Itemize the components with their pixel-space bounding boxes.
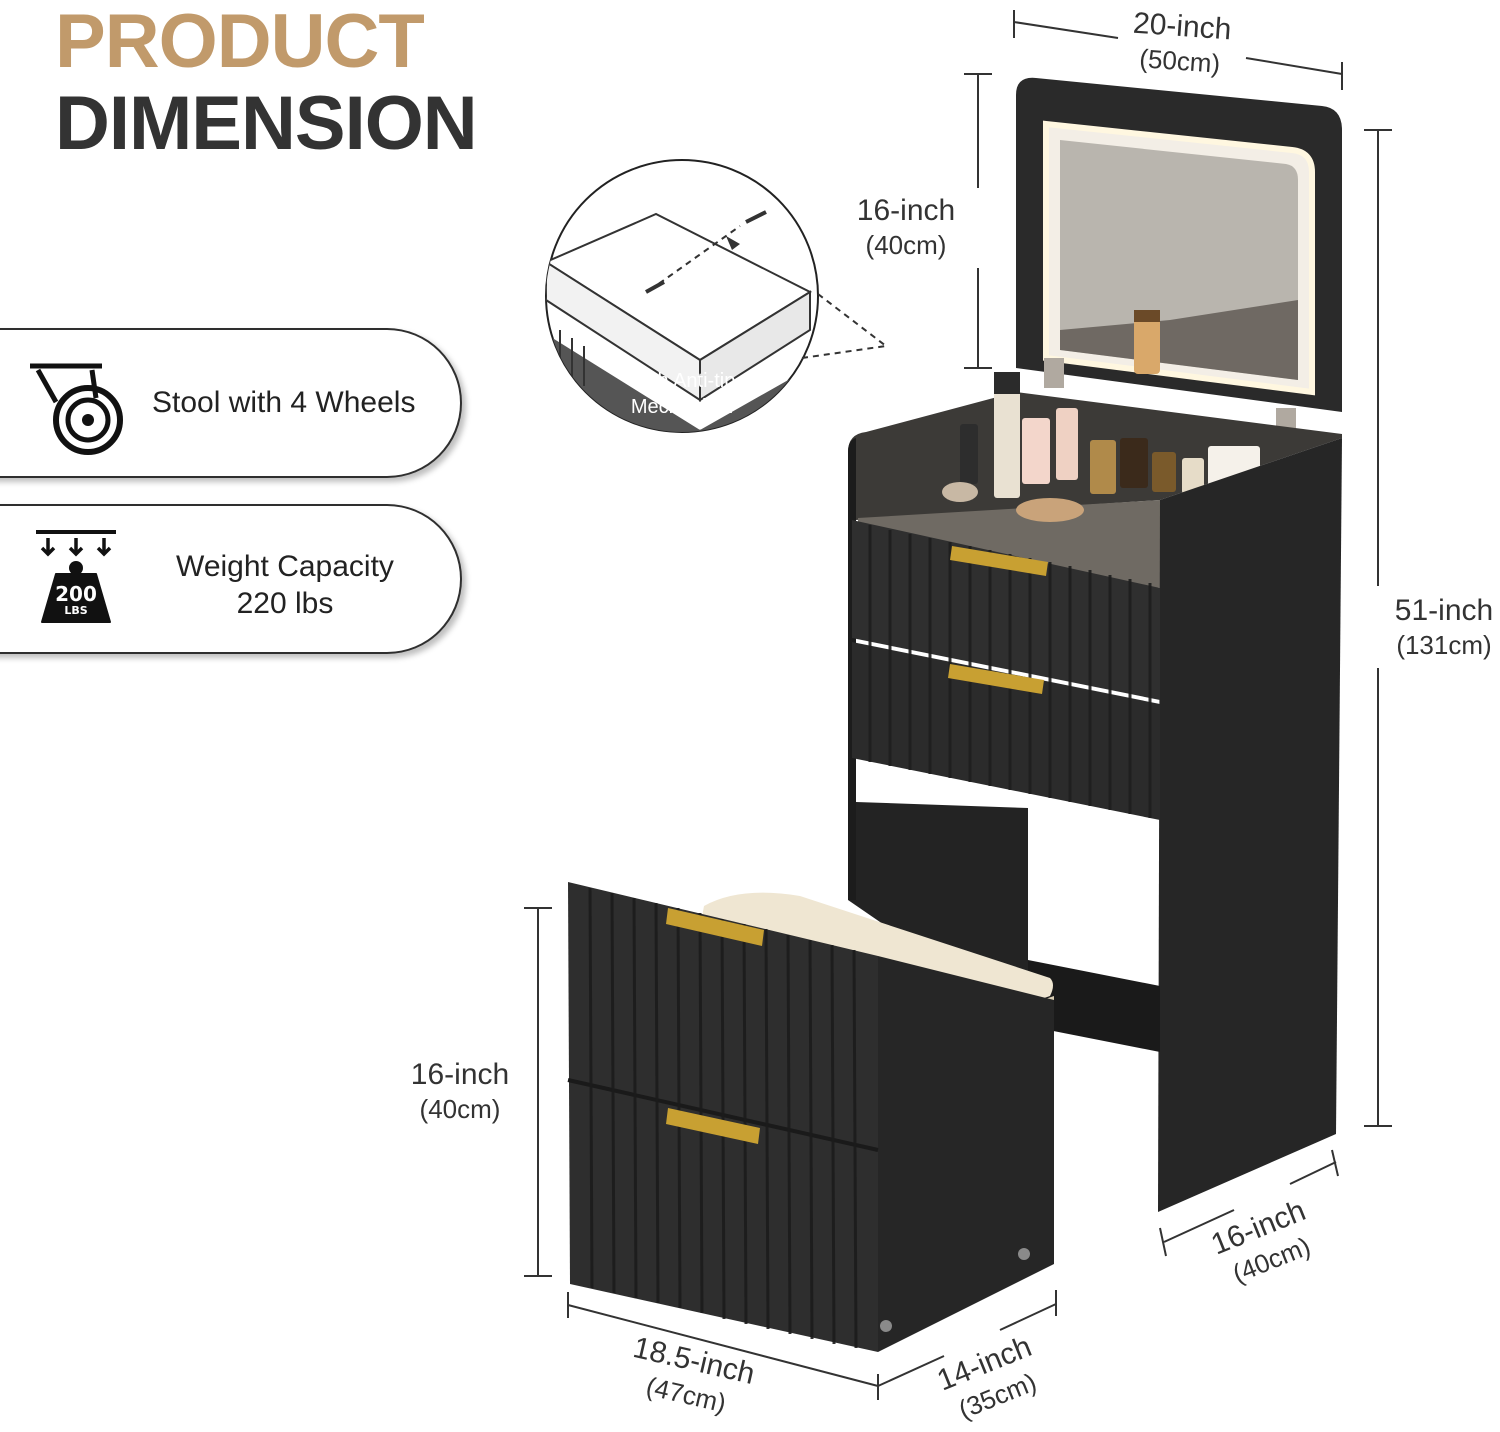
feature-wheels-label: Stool with 4 Wheels — [152, 386, 416, 419]
dim-stool-height: 16-inch (40cm) — [400, 1058, 520, 1126]
dim-vanity-width: 20-inch (50cm) — [1114, 6, 1248, 83]
feature-weight-label: Weight Capacity 220 lbs — [130, 548, 440, 622]
anti-tip-line2: Mechanism — [630, 396, 734, 418]
feature-weight-line2: 220 lbs — [236, 587, 334, 620]
dim-mirror-height-cm: (40cm) — [865, 230, 947, 260]
cosmetics-illustration — [942, 310, 1260, 522]
dim-mirror-height: 16-inch (40cm) — [846, 194, 966, 262]
weight-badge-unit: LBS — [64, 604, 88, 617]
caster-wheel-icon — [30, 363, 123, 455]
weight-badge-value: 200 — [55, 582, 97, 606]
dim-vanity-height-cm: (131cm) — [1396, 630, 1492, 660]
feature-weight-card: 200 LBS Weight Capacity 220 lbs — [0, 504, 462, 654]
dim-mirror-height-inch: 16-inch — [856, 194, 956, 227]
feature-wheels-card: Stool with 4 Wheels — [0, 328, 462, 478]
anti-tip-line1: With Anti-tip — [628, 370, 736, 392]
stool — [567, 882, 1054, 1352]
feature-weight-line1: Weight Capacity — [176, 550, 394, 583]
dimension-lines — [524, 10, 1392, 1400]
dim-vanity-width-inch: 20-inch — [1131, 6, 1233, 47]
title-dimension: DIMENSION — [55, 81, 478, 166]
dim-vanity-height: 51-inch (131cm) — [1388, 594, 1500, 662]
dim-vanity-height-inch: 51-inch — [1394, 594, 1494, 627]
vanity-table — [848, 77, 1342, 1212]
title-product: PRODUCT — [55, 0, 425, 84]
dim-stool-height-inch: 16-inch — [410, 1058, 510, 1091]
anti-tip-detail — [545, 159, 887, 433]
dim-stool-height-cm: (40cm) — [419, 1094, 501, 1124]
anti-tip-label: With Anti-tip Mechanism — [560, 368, 804, 420]
weight-icon — [36, 530, 116, 623]
